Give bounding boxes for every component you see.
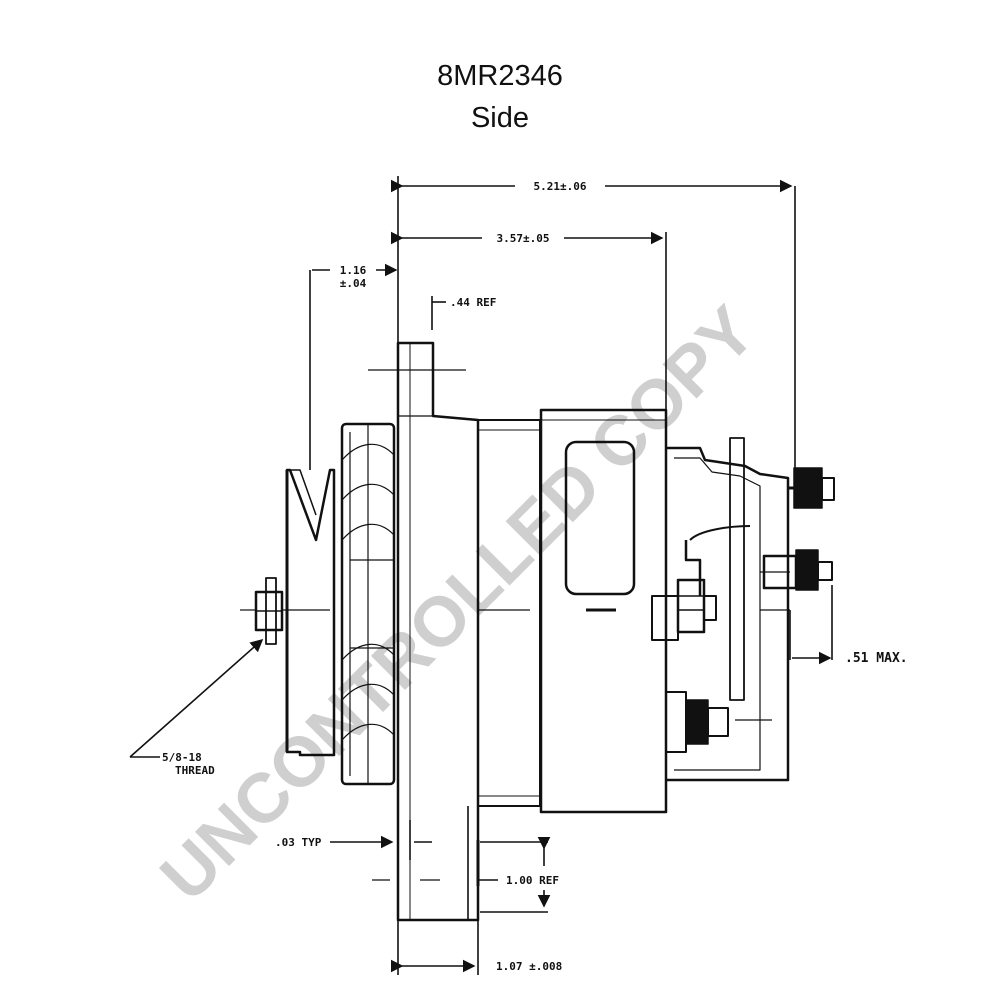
mid-terminal bbox=[762, 549, 833, 591]
output-terminal bbox=[788, 467, 835, 509]
dim-pulley-tolerance: ±.04 bbox=[340, 277, 367, 290]
dim-foot-ref: 1.00 REF bbox=[506, 874, 559, 887]
rectifier-stud-lower bbox=[665, 691, 729, 753]
dim-terminal-max: .51 MAX. bbox=[845, 651, 908, 666]
rear-housing bbox=[539, 408, 668, 814]
rectifier-stud-upper bbox=[651, 578, 717, 641]
view-label: Side bbox=[470, 102, 530, 134]
dim-mount-width: 1.07 ±.008 bbox=[496, 960, 562, 973]
part-number-title: 8MR2346 bbox=[437, 60, 563, 92]
shaft-nut bbox=[254, 577, 284, 645]
dim-overall-length: 5.21±.06 bbox=[534, 180, 587, 193]
fan bbox=[340, 422, 396, 786]
pulley bbox=[285, 468, 336, 757]
thread-label: THREAD bbox=[175, 764, 215, 777]
centerlines bbox=[240, 369, 790, 881]
dim-housing-length: 3.57±.05 bbox=[497, 232, 550, 245]
rear-end-cover bbox=[666, 437, 790, 782]
watermark: UNCONTROLLED COPY bbox=[145, 291, 769, 915]
dim-pulley-offset: 1.16 bbox=[340, 264, 367, 277]
thread-spec: 5/8-18 bbox=[162, 751, 202, 764]
dim-flange-ref: .44 REF bbox=[450, 296, 496, 309]
dim-gap-typ: .03 TYP bbox=[275, 836, 322, 849]
